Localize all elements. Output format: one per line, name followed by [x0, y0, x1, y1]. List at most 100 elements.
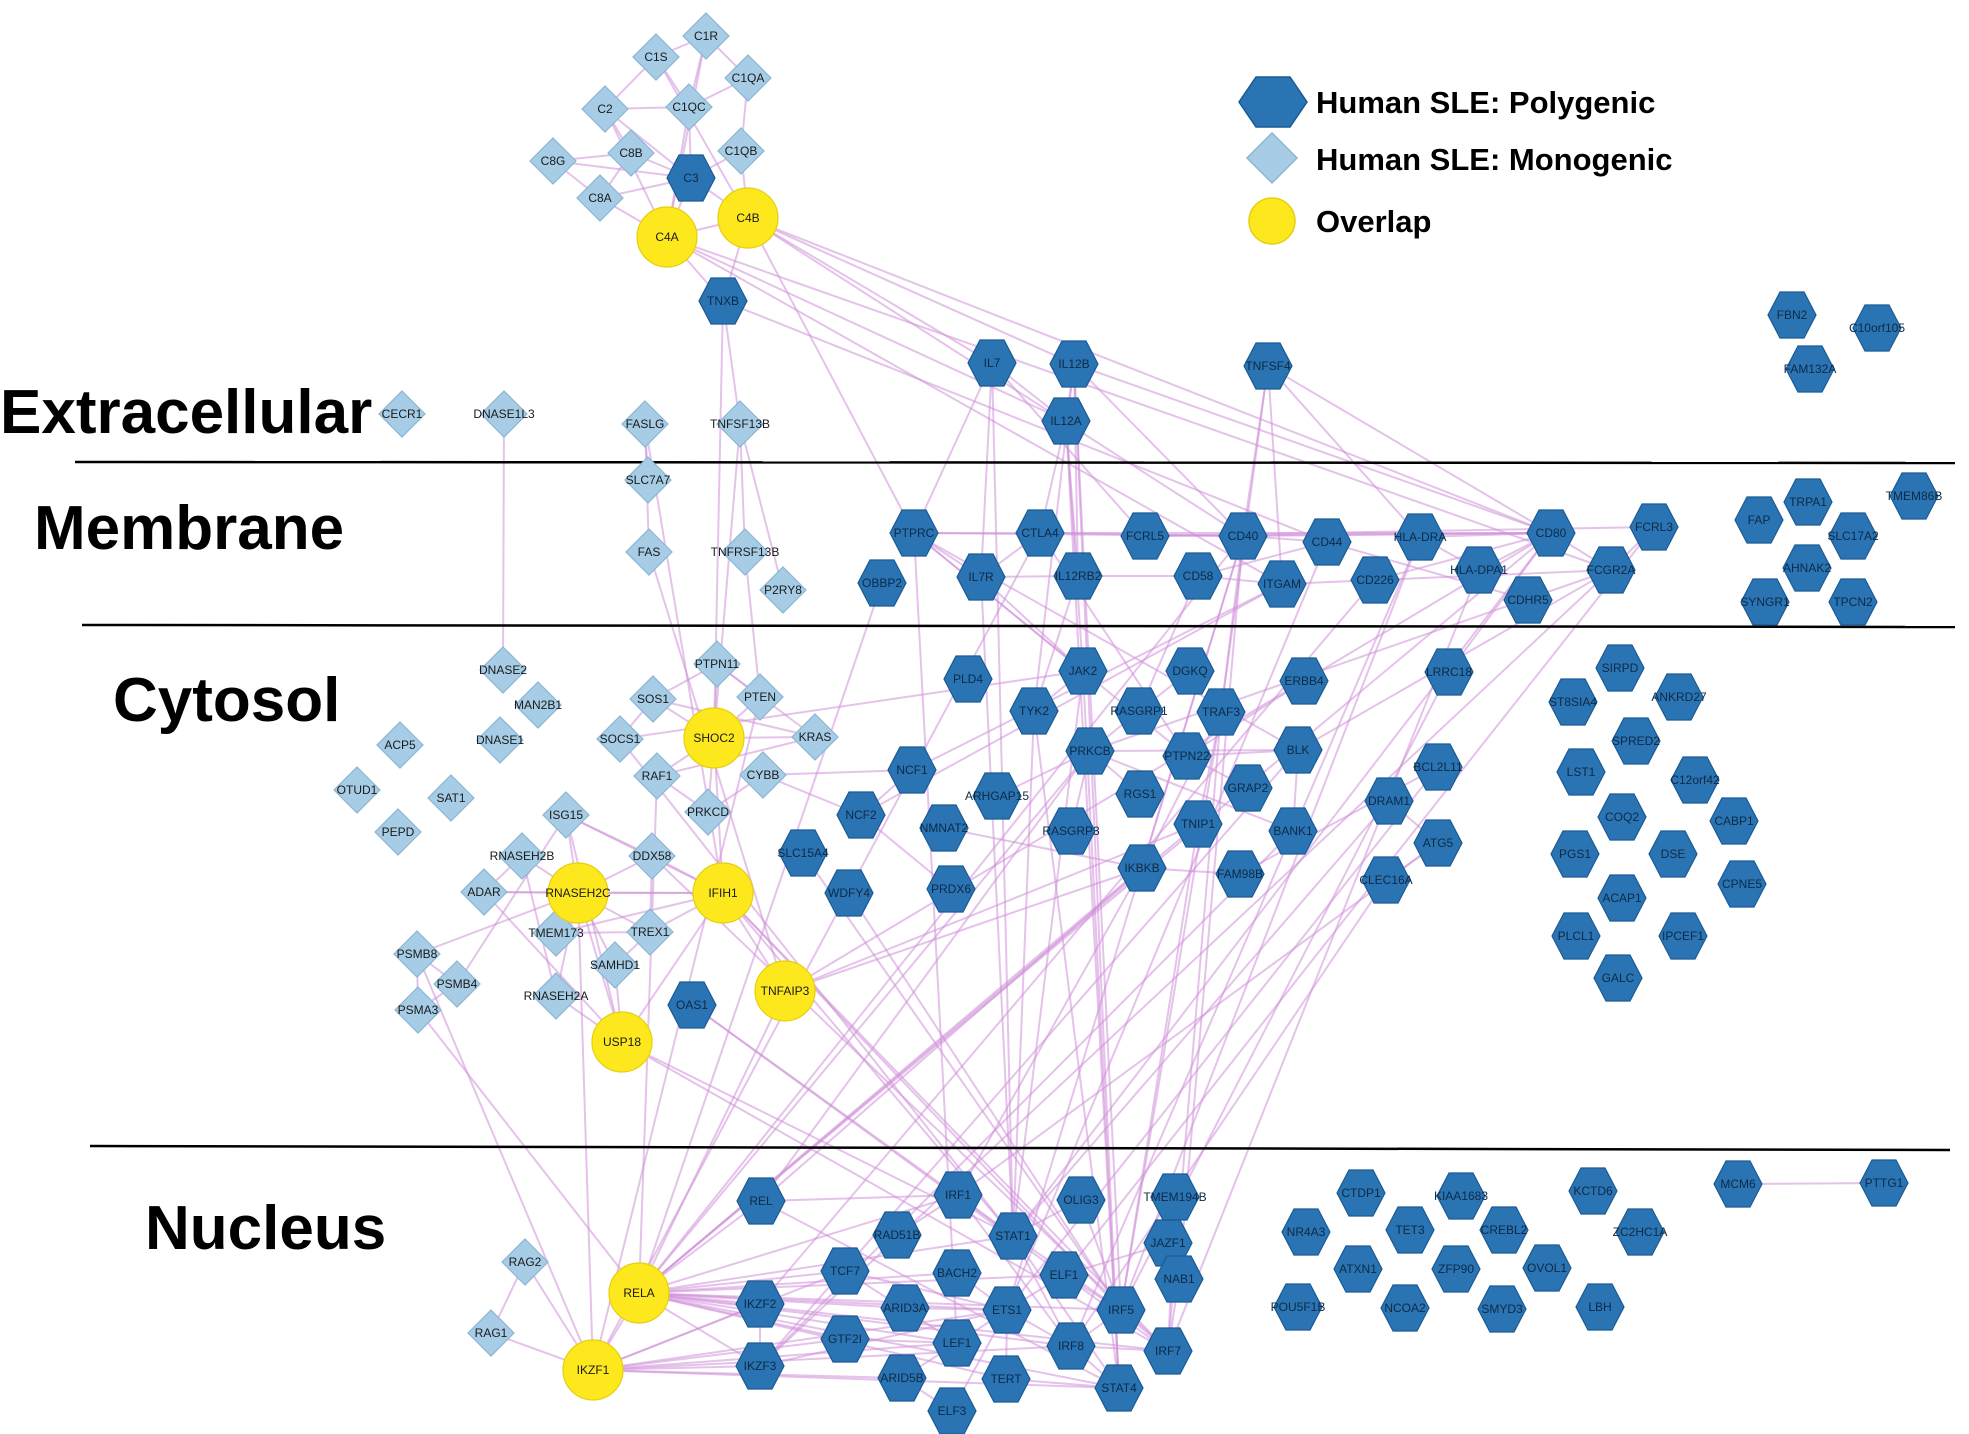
hexagon-icon [1629, 503, 1679, 551]
gene-node-rasgrp3: RASGRP3 [1042, 807, 1100, 855]
gene-node-rad51b: RAD51B [872, 1211, 922, 1259]
hexagon-icon [735, 1342, 785, 1390]
circle-icon [754, 960, 816, 1022]
compartment-dividers [74, 460, 1956, 1152]
gene-label: TYK2 [1019, 704, 1049, 718]
hexagon-icon [1828, 578, 1878, 626]
gene-label: IL7R [968, 570, 994, 584]
gene-label: GRAP2 [1228, 781, 1269, 795]
hexagon-icon [1740, 578, 1790, 626]
gene-node-c8a: C8A [576, 174, 624, 222]
hexagon-icon [1670, 756, 1720, 804]
hexagon-icon [1575, 1283, 1625, 1331]
gene-node-slc15a4: SLC15A4 [777, 829, 829, 877]
gene-label: FCGR2A [1587, 563, 1636, 577]
gene-label: KIAA1683 [1434, 1189, 1488, 1203]
edge-dnase1l3-dnase2 [502, 413, 505, 671]
gene-node-kras: KRAS [791, 713, 839, 761]
gene-node-dnase1: DNASE1 [476, 716, 524, 764]
gene-node-trex1: TREX1 [626, 908, 674, 956]
gene-node-irf8: IRF8 [1046, 1322, 1096, 1370]
gene-node-smyd3: SMYD3 [1477, 1285, 1527, 1333]
edge-hla-dpa1-irf7 [1167, 569, 1480, 1352]
gene-node-rnaseh2a: RNASEH2A [524, 972, 588, 1020]
gene-node-cpne5: CPNE5 [1717, 860, 1767, 908]
gene-node-samhd1: SAMHD1 [590, 941, 640, 989]
hexagon-icon [1268, 807, 1318, 855]
gene-node-pttg1: PTTG1 [1859, 1159, 1909, 1207]
edge-c4b-ptprc [747, 217, 915, 534]
gene-label: C8B [619, 146, 642, 160]
gene-node-lbh: LBH [1575, 1283, 1625, 1331]
gene-node-tnfaip3: TNFAIP3 [754, 960, 816, 1022]
gene-node-arhgap15: ARHGAP15 [965, 772, 1029, 820]
gene-label: PRKCB [1069, 744, 1110, 758]
gene-label: IRF8 [1058, 1339, 1084, 1353]
gene-label: LST1 [1567, 765, 1596, 779]
hexagon-icon [1056, 1176, 1106, 1224]
edge-nmnat2-ikbkb [943, 827, 1143, 869]
hexagon-icon [1522, 1244, 1572, 1292]
gene-label: PSMA3 [398, 1003, 439, 1017]
hexagon-icon [1424, 648, 1474, 696]
divider-line-2 [81, 623, 1956, 629]
edge-ncf1-cybb [762, 769, 913, 776]
diamond-icon [374, 808, 422, 856]
gene-label: GTF2I [828, 1332, 862, 1346]
hexagon-icon [1889, 472, 1939, 520]
gene-node-rag1: RAG1 [467, 1309, 515, 1357]
gene-label: OTUD1 [337, 783, 378, 797]
gene-label: NR4A3 [1287, 1225, 1326, 1239]
gene-node-ctla4: CTLA4 [1015, 509, 1065, 557]
edge-psmb8-ikzf1 [416, 953, 594, 1371]
gene-label: NCF1 [896, 763, 928, 777]
gene-node-crebl2: CREBL2 [1479, 1206, 1529, 1254]
hexagon-icon [1431, 1245, 1481, 1293]
diamond-icon [460, 868, 508, 916]
gene-node-faslg: FASLG [621, 400, 669, 448]
edge-slc15a4-irf5 [802, 852, 1122, 1311]
gene-node-psma3: PSMA3 [394, 986, 442, 1034]
gene-node-usp18: USP18 [591, 1011, 653, 1073]
gene-node-blk: BLK [1273, 726, 1323, 774]
gene-label: RAF1 [642, 769, 673, 783]
gene-node-wdfy4: WDFY4 [824, 869, 874, 917]
gene-node-c1qb: C1QB [717, 127, 765, 175]
gene-node-pten: PTEN [736, 673, 784, 721]
hexagon-icon [1065, 727, 1115, 775]
gene-label: SOCS1 [600, 732, 641, 746]
gene-node-jazf1: JAZF1 [1143, 1219, 1193, 1267]
gene-label: NMNAT2 [920, 821, 969, 835]
hexagon-icon [872, 1211, 922, 1259]
gene-node-tnfsf13b: TNFSF13B [710, 400, 770, 448]
edge-tcf7-ets1 [844, 1270, 1008, 1311]
gene-node-galc: GALC [1593, 954, 1643, 1002]
gene-label: SIRPD [1602, 661, 1639, 675]
hexagon-icon [1279, 657, 1329, 705]
gene-label: DRAM1 [1368, 794, 1410, 808]
hexagon-icon [1413, 743, 1463, 791]
edge-ikbkb-irf1 [957, 867, 1143, 1196]
gene-node-ncf1: NCF1 [887, 746, 937, 794]
edge-socs1-stat1 [619, 738, 1014, 1237]
hexagon-icon [1150, 1173, 1200, 1221]
edge-tnfsf4-hla-dra [1267, 365, 1421, 538]
gene-label: CD40 [1228, 529, 1259, 543]
gene-label: POU5F1B [1271, 1300, 1326, 1314]
hexagon-icon [824, 869, 874, 917]
gene-node-c4b: C4B [717, 187, 779, 249]
gene-node-sirpd: SIRPD [1595, 644, 1645, 692]
gene-node-tcf7: TCF7 [820, 1247, 870, 1295]
gene-node-zfp90: ZFP90 [1431, 1245, 1481, 1293]
gene-label: IKZF3 [744, 1359, 777, 1373]
gene-node-rasgrp1: RASGRP1 [1110, 687, 1168, 735]
gene-node-tpcn2: TPCN2 [1828, 578, 1878, 626]
hexagon-icon [1046, 1322, 1096, 1370]
diamond-icon [665, 83, 713, 131]
hexagon-icon [1785, 345, 1835, 393]
gene-node-ankrd27: ANKRD27 [1651, 673, 1707, 721]
edge-psma3-rela [417, 1009, 640, 1294]
gene-label: OBBP2 [862, 576, 902, 590]
gene-node-st8sia4: ST8SIA4 [1548, 678, 1598, 726]
gene-node-ptprc: PTPRC [889, 509, 939, 557]
